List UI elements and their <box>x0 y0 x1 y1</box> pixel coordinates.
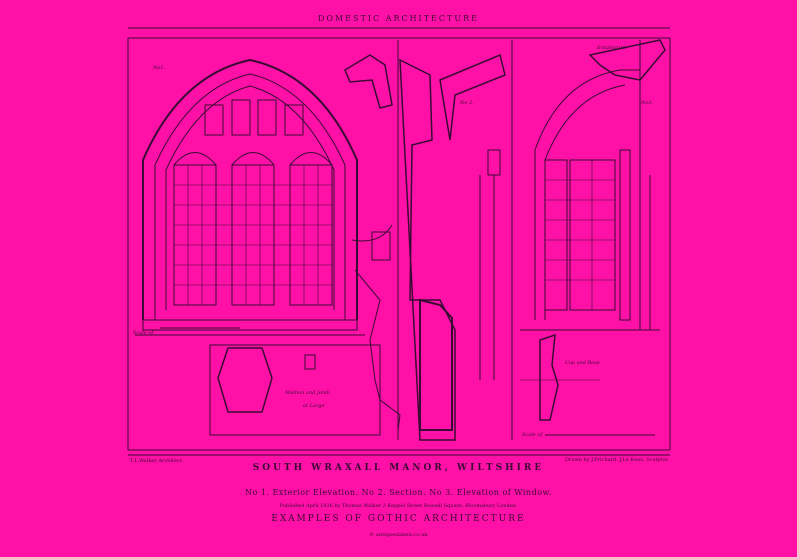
fig1-label: No1. <box>153 65 166 71</box>
left-credit: T.L.Walker Architect. <box>130 458 184 464</box>
plate-header: DOMESTIC ARCHITECTURE <box>318 14 479 23</box>
fig2-label: No 2. <box>460 100 474 106</box>
right-credit: Drawn by J.Prichard. J.Le Keux. Sculptor… <box>565 457 669 463</box>
scale-label-left: Scale of <box>133 330 154 336</box>
cap-base-label: Cap and Base <box>565 360 600 366</box>
fig3-label: No3. <box>641 100 654 106</box>
scale-label-right: Scale of <box>522 432 543 438</box>
series-title: EXAMPLES OF GOTHIC ARCHITECTURE <box>271 514 526 524</box>
plate-title: SOUTH WRAXALL MANOR, WILTSHIRE <box>252 463 545 473</box>
publisher-line: Published April 1836 by Thomas Walker 2 … <box>279 503 518 509</box>
plate-subtitle: No 1. Exterior Elevation. No 2. Section.… <box>245 488 552 497</box>
watermark: © antiqueslabels.co.uk <box>369 532 428 538</box>
mullion-label: Mullion and Jamb <box>285 390 330 396</box>
entablature-label: Entablature <box>597 45 628 51</box>
at-large-label: at Large <box>303 403 325 409</box>
